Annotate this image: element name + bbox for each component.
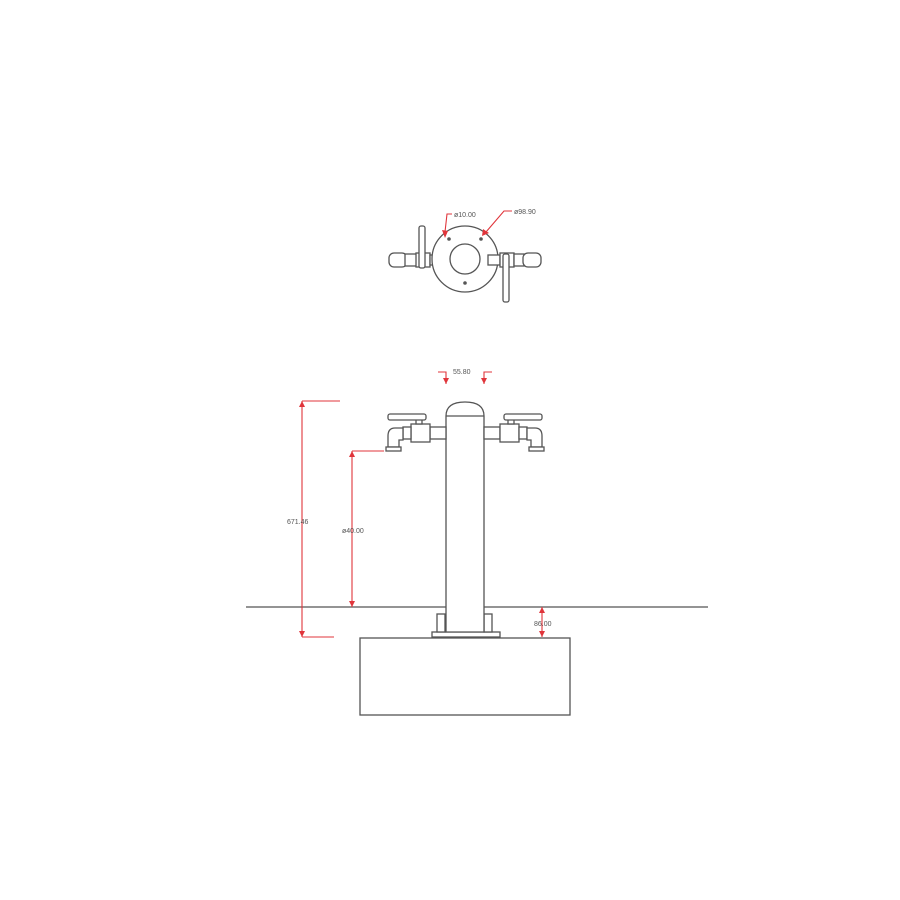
embed-depth-dimension: 86.00 [534,607,552,637]
right-spigot-body [522,252,542,268]
spout-height-arrow-bottom [349,601,355,607]
post-width-arrow-right [481,378,487,384]
left-spout-nozzle [385,446,402,452]
spout-height-label: ø40.00 [342,528,364,535]
left-spigot-body [388,252,408,268]
plate-dimension-leader [485,210,512,233]
embed-depth-arrow-top [539,607,545,613]
spout-height-dimension: ø40.00 [342,450,384,607]
post-width-arrow-left [443,378,449,384]
overall-height-label: 671.46 [287,519,309,526]
left-spout-elbow [387,427,404,448]
left-valve-nut [402,426,412,440]
left-pipe-connector [429,426,447,440]
right-spout-nozzle [528,446,545,452]
left-lever-handle [387,413,427,421]
hole-dimension-label: ø10.00 [454,212,476,219]
left-handle [418,225,426,269]
post-width-dimension: 55.80 [438,369,492,384]
main-post [445,401,485,633]
overall-height-arrow-top [299,401,305,407]
bolt-hole-3 [463,281,467,285]
right-pipe-connector [483,426,501,440]
top-view: ø10.00 ø98.90 [388,209,542,303]
base-flange [431,631,501,638]
post-top [449,243,481,275]
left-valve-body [410,423,431,443]
right-lever-handle [503,413,543,421]
overall-height-dimension: 671.46 [287,400,340,638]
embed-depth-label: 86.00 [534,621,552,628]
plate-dimension-arrow [482,229,489,236]
bolt-hole-2 [479,237,483,241]
right-handle [502,253,510,303]
overall-height-arrow-bottom [299,631,305,637]
anchor-bolt-left [436,613,446,633]
anchor-bolt-right [483,613,493,633]
right-valve-body [499,423,520,443]
hole-dimension-arrow [442,230,448,238]
post-width-label: 55.80 [453,369,471,376]
right-connector [487,254,501,266]
plate-dimension-label: ø98.90 [514,209,536,216]
embed-depth-arrow-bottom [539,631,545,637]
front-view: 55.80 671.46 ø40.00 86.00 [246,369,708,716]
left-spigot-collar [404,253,418,267]
spout-height-arrow-top [349,451,355,457]
concrete-footing [359,637,571,716]
right-spout-elbow [526,427,543,448]
hole-dimension-leader [444,213,452,233]
right-valve-nut [518,426,528,440]
bolt-hole-1 [447,237,451,241]
